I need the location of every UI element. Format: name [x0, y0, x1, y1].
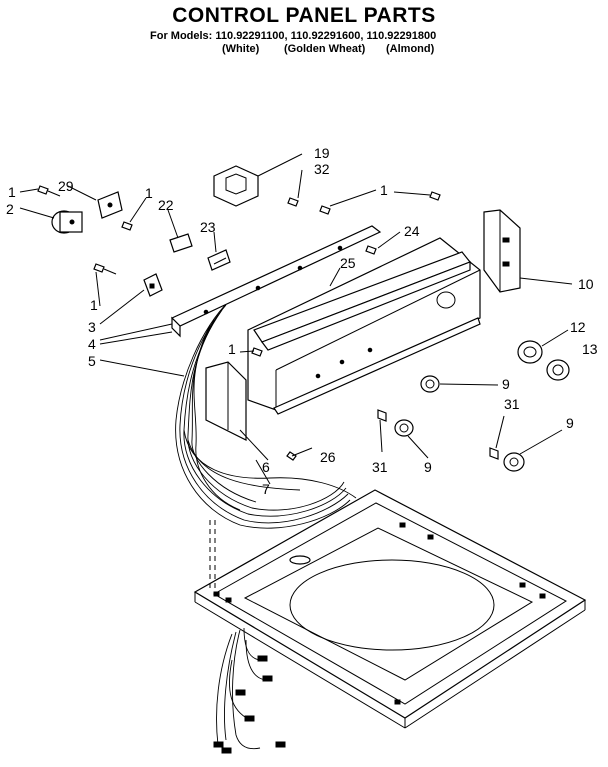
end-cap [205, 361, 247, 441]
panel-trim-strip [253, 251, 471, 351]
timer-bracket [97, 191, 123, 219]
callout-24: 24 [404, 223, 420, 239]
color-white: (White) [222, 43, 260, 55]
callout-2: 2 [6, 201, 14, 217]
callout-1: 1 [90, 297, 98, 313]
callout-4: 4 [88, 336, 96, 352]
callout-1: 1 [145, 185, 153, 201]
callout-25: 25 [340, 255, 356, 271]
mounting-bracket [170, 225, 382, 338]
callout-10: 10 [578, 276, 594, 292]
push-button [517, 340, 570, 381]
callout-19: 19 [314, 145, 330, 161]
callout-23: 23 [200, 219, 216, 235]
wire-connector [169, 233, 193, 253]
callout-3: 3 [88, 319, 96, 335]
callout-12: 12 [570, 319, 586, 335]
knobs [394, 375, 525, 472]
lower-wire-harness [213, 627, 286, 754]
wire-harness [175, 299, 357, 592]
callout-1: 1 [228, 341, 236, 357]
timer [51, 210, 83, 234]
color-golden-wheat: (Golden Wheat) [284, 43, 366, 55]
terminal-block [207, 249, 231, 271]
callout-9: 9 [424, 459, 432, 475]
page-title: CONTROL PANEL PARTS [172, 4, 436, 27]
screws [37, 185, 499, 461]
callout-1: 1 [8, 184, 16, 200]
washer-top-cover [193, 489, 587, 729]
callout-9: 9 [566, 415, 574, 431]
callout-31: 31 [504, 396, 520, 412]
callout-31: 31 [372, 459, 388, 475]
right-end-bracket [483, 209, 521, 293]
callout-labels: 1 29 1 2 22 23 19 32 1 24 25 10 1 3 4 5 … [6, 145, 598, 497]
callout-7: 7 [262, 481, 270, 497]
callout-32: 32 [314, 161, 330, 177]
callout-6: 6 [262, 459, 270, 475]
color-almond: (Almond) [386, 43, 435, 55]
lower-trim-strip [273, 317, 481, 415]
callout-26: 26 [320, 449, 336, 465]
leader-lines [19, 153, 573, 485]
top-bracket [213, 165, 259, 207]
callout-22: 22 [158, 197, 174, 213]
callout-1: 1 [380, 182, 388, 198]
callout-13: 13 [582, 341, 598, 357]
switch [143, 273, 163, 297]
models-line: For Models: 110.92291100, 110.92291600, … [150, 30, 437, 42]
callout-5: 5 [88, 353, 96, 369]
callout-29: 29 [58, 178, 74, 194]
callout-9: 9 [502, 376, 510, 392]
